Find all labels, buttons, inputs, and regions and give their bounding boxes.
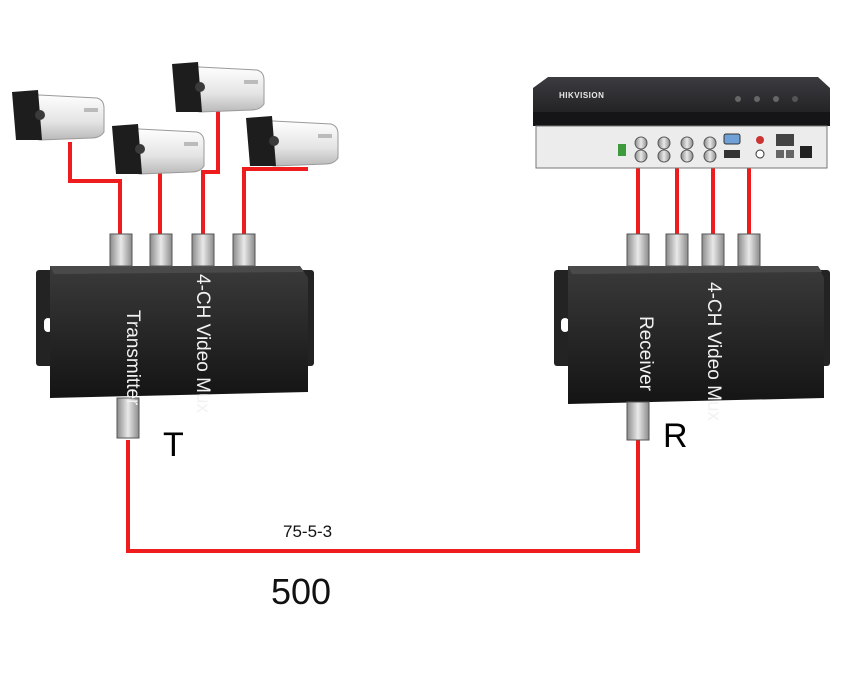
wire-camera-1 <box>68 142 122 236</box>
receiver-bnc-input <box>626 401 650 441</box>
receiver-side-label: Receiver <box>635 316 656 392</box>
transmitter-box <box>36 233 314 439</box>
wiring <box>68 106 751 553</box>
camera-3 <box>172 62 265 113</box>
transmitter-bnc-inputs <box>109 233 256 267</box>
dvr-recorder <box>533 77 830 169</box>
receiver-bnc-outputs <box>626 233 761 267</box>
receiver-end-letter: R <box>663 417 688 455</box>
wire-coax-trunk <box>126 440 640 553</box>
transmitter-end-letter: T <box>163 426 184 464</box>
dvr-brand-label: HIKVISION <box>559 91 604 100</box>
cable-length-label: 500 <box>271 571 331 612</box>
transmitter-bnc-output <box>116 397 140 439</box>
transmitter-side-label: Transmitter <box>122 310 143 406</box>
transmitter-title: 4-CH Video Mux <box>192 274 213 414</box>
camera-4 <box>246 116 339 167</box>
camera-2 <box>112 124 205 175</box>
camera-1 <box>12 90 105 141</box>
receiver-box <box>554 233 830 441</box>
receiver-title: 4-CH Video Mux <box>703 282 724 422</box>
cable-type-label: 75-5-3 <box>283 522 332 541</box>
wire-camera-4 <box>242 167 308 236</box>
wire-camera-3 <box>201 106 220 236</box>
